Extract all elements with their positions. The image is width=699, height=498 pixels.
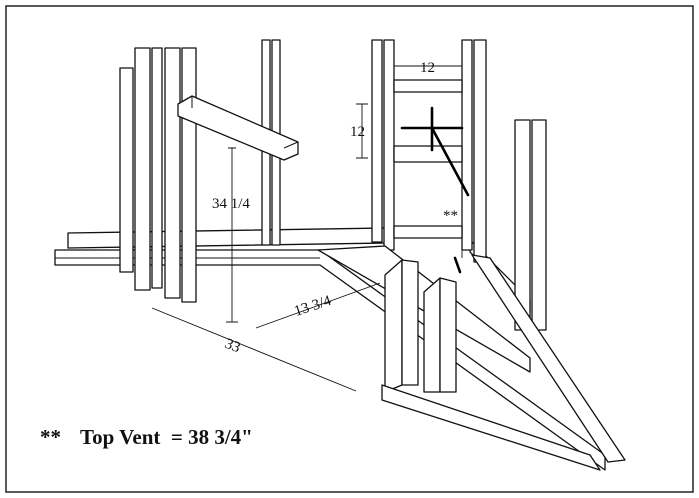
label-top-height: 12 (350, 124, 365, 140)
label-base: 33 (223, 336, 243, 356)
lower-block (393, 145, 463, 163)
stud-left-4 (164, 47, 181, 299)
stud-right-4 (473, 39, 487, 263)
stud-right-2 (383, 39, 395, 251)
note-marker: ** (40, 425, 61, 449)
stud-left-3 (151, 47, 163, 289)
stud-left-2 (134, 47, 151, 291)
label-vent-marker: ** (443, 208, 458, 224)
label-diagonal: 13 3/4 (292, 293, 333, 320)
label-shelf-height: 34 1/4 (212, 196, 250, 212)
back-bottom-plate (67, 227, 386, 249)
stud-right-1 (371, 39, 383, 243)
front-board-2 (401, 259, 419, 386)
vent-crosshair (400, 106, 470, 274)
stud-right-3 (461, 39, 473, 251)
front-board-3 (423, 277, 441, 393)
stud-left-5 (181, 47, 197, 303)
floor-board (381, 384, 601, 471)
front-board-1 (384, 259, 403, 393)
framing-structure (54, 39, 626, 471)
base-block (393, 225, 463, 239)
diagram-border (5, 5, 694, 493)
front-board-4 (439, 277, 457, 393)
stud-left-1 (119, 67, 134, 273)
dimension-labels: 12 12 34 1/4 13 3/4 33 ** (212, 60, 458, 356)
note: ** Top Vent = 38 3/4" (40, 425, 253, 449)
stud-right-6 (531, 119, 547, 331)
note-text: Top Vent = 38 3/4" (80, 425, 253, 449)
dimension-lines (151, 61, 463, 392)
upper-block (393, 79, 463, 93)
label-top-width: 12 (420, 60, 435, 76)
diagonal-brace (471, 254, 626, 463)
